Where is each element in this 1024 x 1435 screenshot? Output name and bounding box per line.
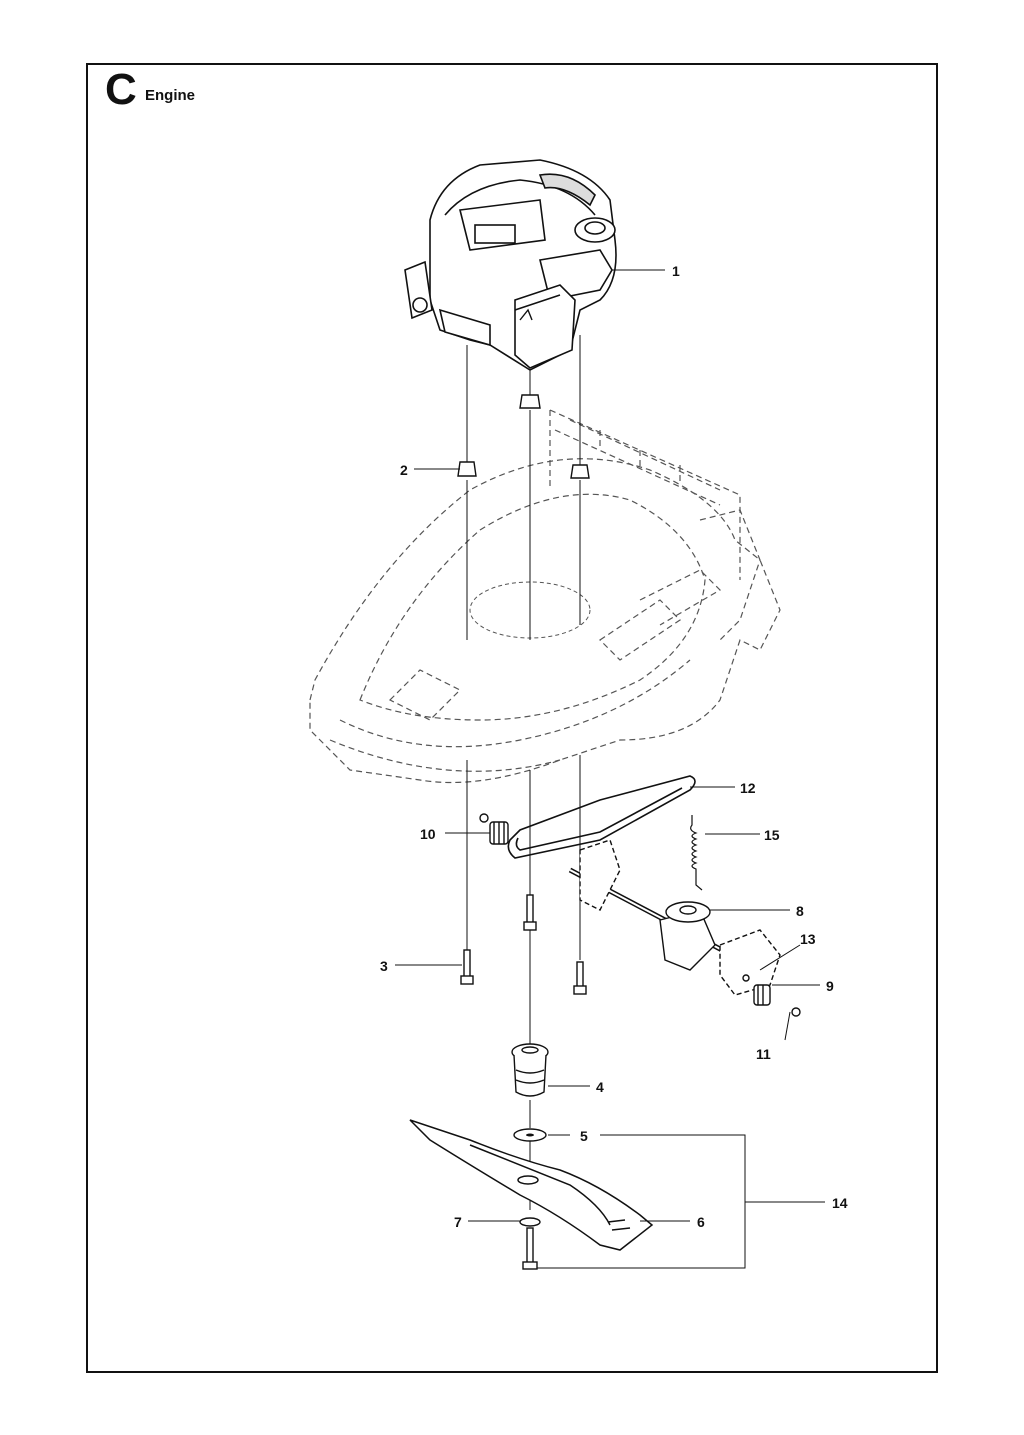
callout-13: 13 [800, 931, 816, 947]
callout-11: 11 [756, 1046, 771, 1062]
callout-5: 5 [580, 1128, 588, 1144]
engine-mount-blocks [457, 394, 590, 479]
callout-7: 7 [454, 1214, 462, 1230]
tension-spring [690, 815, 703, 891]
engine-bolts [460, 894, 587, 995]
mower-deck [309, 409, 781, 784]
section-title: Engine [145, 87, 196, 104]
diagram-frame [86, 63, 938, 1373]
engine-starter-detail [519, 308, 533, 321]
engine [404, 159, 617, 371]
blade-adapter [511, 1043, 549, 1097]
blade-bolt [522, 1227, 538, 1270]
cutting-blade [409, 1119, 654, 1251]
gearbox-axle [568, 839, 781, 996]
callout-6: 6 [697, 1214, 705, 1230]
callout-8: 8 [796, 903, 804, 919]
section-letter: C [105, 65, 137, 114]
wheel-gear-right [742, 974, 801, 1017]
pulley-left [479, 813, 509, 845]
leader-lines [395, 269, 825, 1269]
callout-3: 3 [380, 958, 388, 974]
callout-14: 14 [832, 1195, 848, 1211]
callout-10: 10 [420, 826, 436, 842]
callout-15: 15 [764, 827, 780, 843]
callout-4: 4 [596, 1079, 604, 1095]
callout-12: 12 [740, 780, 756, 796]
drive-belt [507, 775, 696, 859]
callout-2: 2 [400, 462, 408, 478]
washer-lower [519, 1217, 541, 1227]
callout-9: 9 [826, 978, 834, 994]
callout-1: 1 [672, 263, 680, 279]
